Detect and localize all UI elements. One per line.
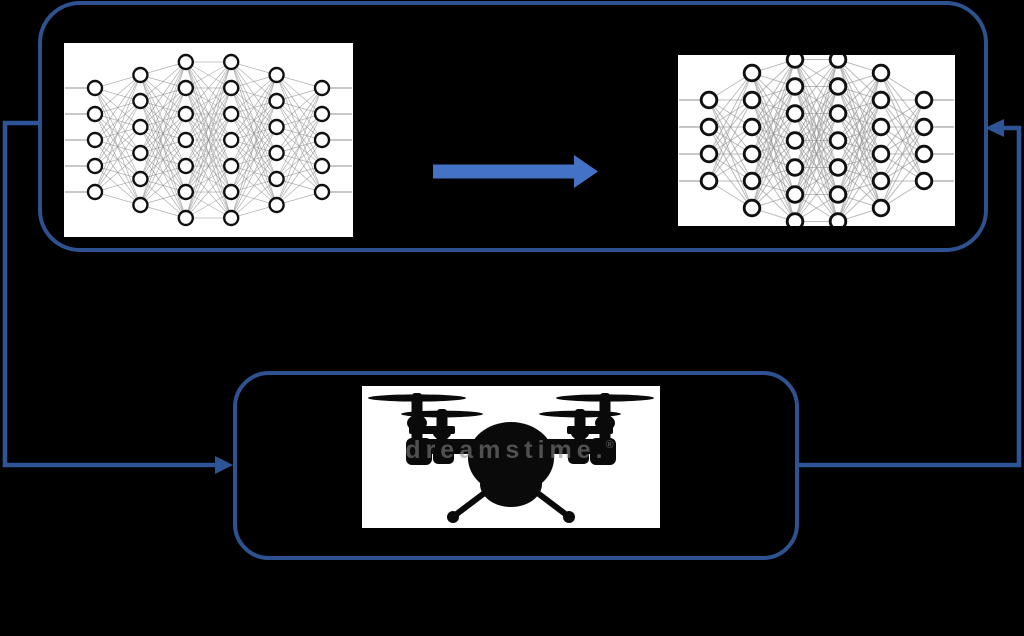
original-network-image [63, 42, 353, 237]
pruned-network-graphic [678, 54, 954, 226]
drone-image: dreamstime.® [361, 385, 660, 528]
feedback-arrowhead-icon [985, 119, 1004, 137]
drone-box: dreamstime.® [232, 370, 799, 560]
pruned-network-image [677, 54, 955, 226]
dense-network-graphic [64, 53, 352, 226]
deploy-arrowhead-icon [215, 456, 233, 474]
watermark-text: dreamstime.® [362, 436, 660, 465]
registered-mark: ® [605, 438, 614, 451]
watermark-word: dreamstime. [405, 435, 608, 464]
network-optimization-box [38, 1, 988, 252]
drone-icon [367, 392, 654, 523]
